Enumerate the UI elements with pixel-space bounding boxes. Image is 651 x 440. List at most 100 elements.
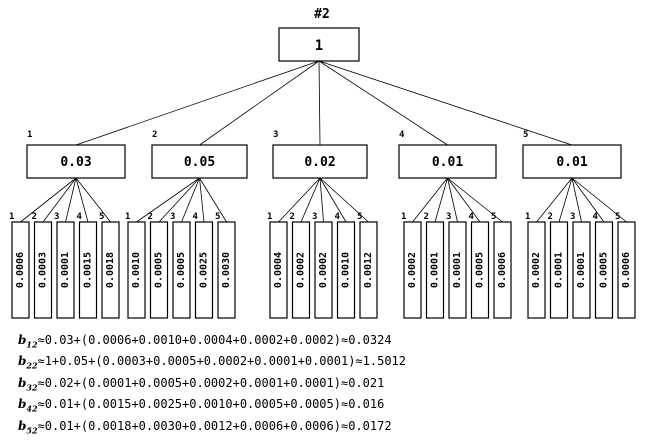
leaf-1-3-index: 3 bbox=[54, 212, 59, 222]
formula-expression: ≈0.03+(0.0006+0.0010+0.0004+0.0002+0.000… bbox=[37, 333, 392, 347]
leaf-4-2-value: 0.0001 bbox=[430, 252, 441, 288]
edge-node-1-to-leaf-4 bbox=[75, 177, 89, 223]
node-5-index: 5 bbox=[523, 130, 528, 140]
node-4-box bbox=[398, 144, 497, 179]
leaf-1-3-box bbox=[56, 221, 75, 319]
leaf-2-3-value: 0.0005 bbox=[176, 252, 187, 288]
leaf-5-5-value: 0.0006 bbox=[621, 252, 632, 288]
edge-node-1-to-leaf-2 bbox=[42, 177, 77, 223]
edge-node-2-to-leaf-1 bbox=[136, 177, 200, 223]
leaf-5-1-index: 1 bbox=[525, 212, 530, 222]
leaf-5-5-index: 5 bbox=[615, 212, 620, 222]
edge-node-3-to-leaf-5 bbox=[319, 177, 369, 223]
leaf-5-1-value: 0.0002 bbox=[531, 252, 542, 288]
formula-variable: b32 bbox=[18, 375, 38, 393]
leaf-2-2-index: 2 bbox=[148, 212, 153, 222]
leaf-1-5-box bbox=[101, 221, 120, 319]
leaf-3-3-value: 0.0002 bbox=[318, 252, 329, 288]
edge-root-to-node-3 bbox=[318, 60, 321, 146]
edge-node-1-to-leaf-5 bbox=[75, 177, 111, 223]
formula-subscript: 12 bbox=[26, 339, 38, 350]
formula-expression: ≈0.02+(0.0001+0.0005+0.0002+0.0001+0.000… bbox=[37, 375, 385, 390]
formula-subscript: 22 bbox=[26, 360, 38, 371]
leaf-4-5-value: 0.0006 bbox=[497, 252, 508, 288]
leaf-3-1-value: 0.0004 bbox=[273, 252, 284, 288]
leaf-3-2-value: 0.0002 bbox=[296, 252, 307, 288]
leaf-4-5-box bbox=[493, 221, 512, 319]
leaf-3-4-value: 0.0010 bbox=[341, 252, 352, 288]
leaf-5-1-box bbox=[527, 221, 546, 319]
leaf-2-3-index: 3 bbox=[170, 212, 175, 222]
leaf-2-1-value: 0.0010 bbox=[131, 252, 142, 288]
formula-variable: b12 bbox=[18, 333, 38, 350]
leaf-3-3-box bbox=[314, 221, 333, 319]
leaf-4-3-value: 0.0001 bbox=[452, 252, 463, 288]
leaf-3-1-index: 1 bbox=[267, 212, 272, 222]
leaf-2-1-box bbox=[127, 221, 146, 319]
node-3-box bbox=[272, 144, 368, 179]
edge-root-to-node-1 bbox=[75, 60, 320, 146]
leaf-2-5-value: 0.0030 bbox=[221, 252, 232, 288]
leaf-1-4-box bbox=[78, 221, 98, 319]
edge-node-1-to-leaf-1 bbox=[20, 177, 77, 223]
leaf-5-3-index: 3 bbox=[570, 212, 575, 222]
node-3-value: 0.02 bbox=[304, 155, 335, 170]
formula-subscript: 52 bbox=[26, 424, 38, 435]
formula-line: b12≈0.03+(0.0006+0.0010+0.0004+0.0002+0.… bbox=[18, 332, 406, 353]
leaf-2-2-box bbox=[149, 221, 169, 319]
formula-list: b12≈0.03+(0.0006+0.0010+0.0004+0.0002+0.… bbox=[18, 332, 406, 439]
leaf-3-5-value: 0.0012 bbox=[363, 252, 374, 288]
leaf-4-1-value: 0.0002 bbox=[407, 252, 418, 288]
leaf-2-4-box bbox=[194, 221, 214, 319]
leaf-4-1-index: 1 bbox=[401, 212, 406, 222]
leaf-4-2-index: 2 bbox=[424, 212, 429, 222]
leaf-1-1-box bbox=[11, 221, 30, 319]
formula-line: b42≈0.01+(0.0015+0.0025+0.0010+0.0005+0.… bbox=[18, 396, 406, 417]
leaf-2-2-value: 0.0005 bbox=[154, 252, 165, 288]
node-5-box bbox=[522, 144, 622, 179]
edge-node-2-to-leaf-2 bbox=[158, 177, 200, 223]
edge-node-5-to-leaf-1 bbox=[536, 177, 573, 223]
node-3-index: 3 bbox=[273, 130, 278, 140]
node-1-value: 0.03 bbox=[60, 155, 91, 170]
edge-node-4-to-leaf-1 bbox=[412, 177, 448, 223]
edge-node-5-to-leaf-5 bbox=[571, 177, 627, 223]
leaf-5-3-value: 0.0001 bbox=[576, 252, 587, 288]
tree-diagram: #20.03110.000620.000330.000140.001550.00… bbox=[9, 7, 636, 319]
leaf-3-5-index: 5 bbox=[357, 212, 362, 222]
formula-variable: b52 bbox=[18, 418, 38, 435]
leaf-4-4-value: 0.0005 bbox=[475, 252, 486, 288]
edge-node-4-to-leaf-2 bbox=[434, 177, 448, 223]
edge-root-to-node-4 bbox=[318, 60, 448, 146]
node-2-value: 0.05 bbox=[184, 155, 215, 170]
leaf-1-4-value: 0.0015 bbox=[83, 252, 94, 288]
edge-node-5-to-leaf-4 bbox=[571, 177, 605, 223]
leaf-1-2-value: 0.0003 bbox=[38, 252, 49, 288]
leaf-1-2-box bbox=[33, 221, 53, 319]
leaf-5-2-box bbox=[549, 221, 569, 319]
node-5-value: 0.01 bbox=[556, 155, 587, 170]
leaf-4-3-box bbox=[448, 221, 467, 319]
node-2-box bbox=[151, 144, 248, 179]
edge-node-5-to-leaf-2 bbox=[558, 177, 573, 223]
leaf-3-2-box bbox=[291, 221, 311, 319]
formula-subscript: 32 bbox=[26, 382, 38, 393]
edge-node-3-to-leaf-4 bbox=[319, 177, 347, 223]
leaf-4-4-index: 4 bbox=[469, 212, 475, 222]
leaf-1-2-index: 2 bbox=[32, 212, 37, 222]
leaf-2-4-index: 4 bbox=[193, 212, 199, 222]
leaf-2-3-box bbox=[172, 221, 191, 319]
leaf-1-5-value: 0.0018 bbox=[105, 252, 116, 288]
formula-line: b32≈0.02+(0.0001+0.0005+0.0002+0.0001+0.… bbox=[18, 375, 406, 396]
leaf-2-5-index: 5 bbox=[215, 212, 220, 222]
leaf-1-3-value: 0.0001 bbox=[60, 252, 71, 288]
node-4-index: 4 bbox=[399, 130, 405, 140]
edge-node-3-to-leaf-2 bbox=[300, 177, 321, 223]
leaf-3-4-box bbox=[336, 221, 356, 319]
leaf-4-3-index: 3 bbox=[446, 212, 451, 222]
edge-root-to-node-5 bbox=[318, 60, 573, 146]
node-4-value: 0.01 bbox=[432, 155, 463, 170]
leaf-1-4-index: 4 bbox=[77, 212, 83, 222]
formula-line: b22≈1+0.05+(0.0003+0.0005+0.0002+0.0001+… bbox=[18, 353, 406, 374]
formula-line: b52≈0.01+(0.0018+0.0030+0.0012+0.0006+0.… bbox=[18, 418, 406, 439]
